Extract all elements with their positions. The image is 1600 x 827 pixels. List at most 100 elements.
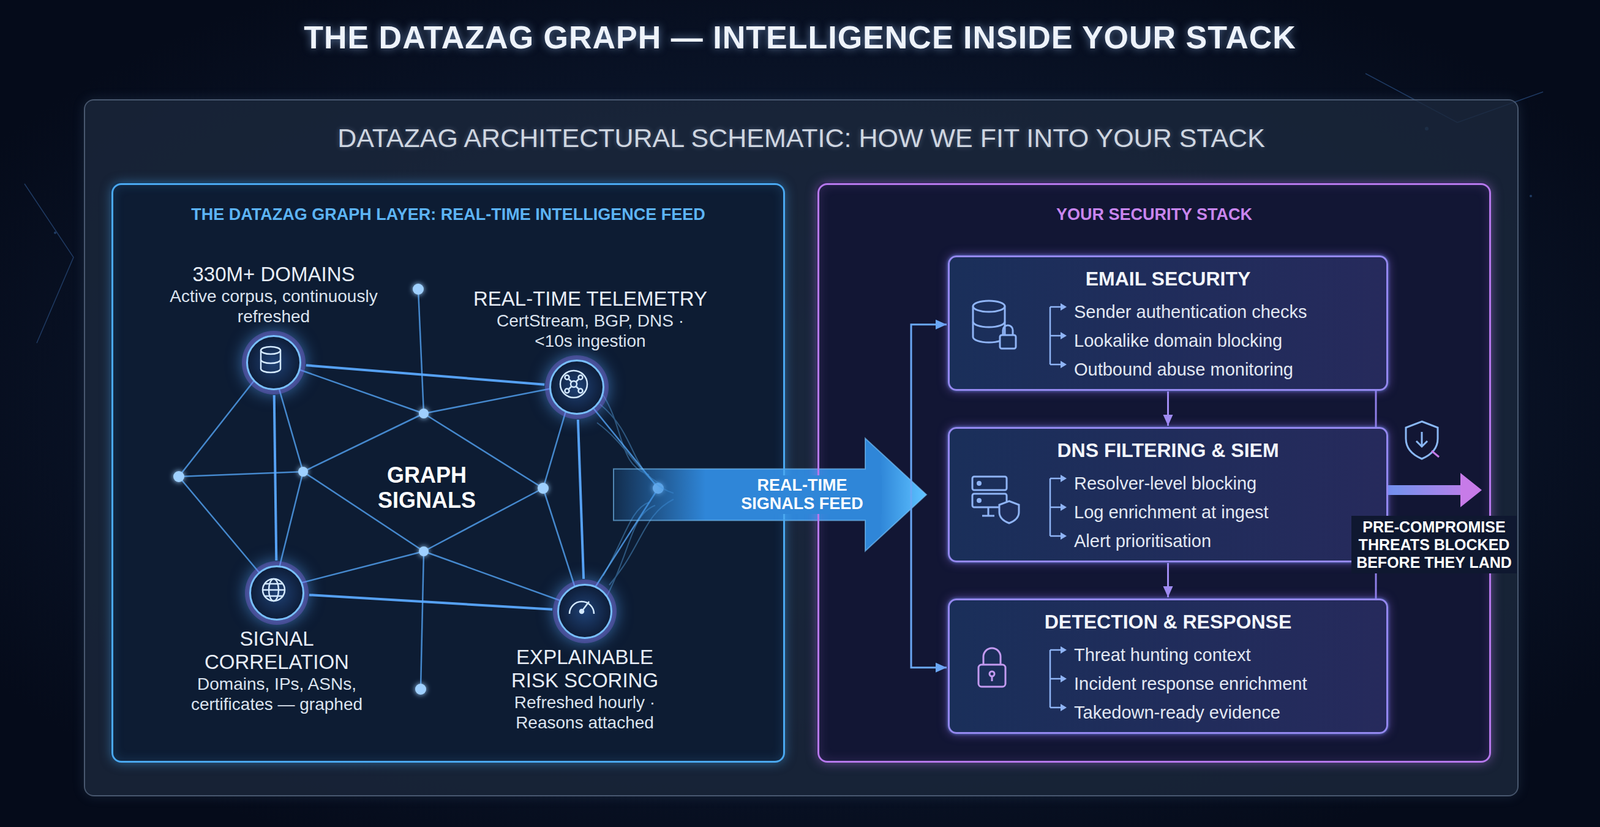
- bullet-prongs: [1050, 306, 1062, 365]
- server-shield-icon: [982, 507, 995, 516]
- network-icon: [578, 388, 583, 394]
- panel-fills: [83, 99, 1519, 797]
- globe-icon: [264, 583, 283, 596]
- bullet-prongs: [1050, 478, 1062, 536]
- bullet-item: Alert prioritisation: [1074, 526, 1269, 556]
- hub-heading: EXPLAINABLE RISK SCORING: [492, 645, 677, 692]
- hub-heading: 330M+ DOMAINS: [157, 262, 391, 286]
- globe-icon: [262, 589, 285, 591]
- prong-heads: [1060, 503, 1067, 511]
- page-ground: [1529, 194, 1533, 198]
- bullet-item: Sender authentication checks: [1074, 297, 1307, 327]
- flow-connector: [1167, 562, 1169, 598]
- server-shield-icon: [972, 476, 1007, 490]
- graph-dots: [173, 470, 185, 482]
- server-shield-icon: [972, 493, 1007, 508]
- hub-caption: SIGNAL CORRELATIONDomains, IPs, ASNs, ce…: [160, 627, 394, 715]
- hub-heading: SIGNAL CORRELATION: [184, 627, 369, 674]
- process-box: DETECTION & RESPONSE Threat hunting conte…: [947, 598, 1389, 734]
- network-icon: [560, 370, 588, 398]
- server-shield-icon: [972, 476, 1019, 523]
- panel-fills: [83, 99, 1519, 797]
- graph-dots: [412, 283, 424, 295]
- graph-link: [578, 419, 584, 579]
- globe-icon: [262, 578, 285, 601]
- panel-fills: [816, 181, 1490, 762]
- database-lock-icon: [999, 334, 1016, 349]
- database-lock-icon: [972, 300, 1005, 312]
- graph-web: [423, 551, 582, 609]
- graph-dots: [298, 466, 308, 477]
- hub-heading: REAL-TIME TELEMETRY: [461, 287, 719, 311]
- edge-label: REAL-TIME SIGNALS FEED: [722, 475, 882, 514]
- bullet-prongs: [1050, 306, 1062, 708]
- graph-dots: [537, 482, 549, 494]
- process-box: EMAIL SECURITY Sender authentication chec…: [947, 255, 1389, 391]
- network-icon: [560, 370, 588, 398]
- graph-link: [306, 364, 545, 384]
- database-icon: [260, 346, 281, 373]
- prong-heads: [1060, 360, 1067, 369]
- panel-frame: YOUR SECURITY STACKEMAIL SECURITYSender …: [817, 183, 1492, 763]
- shield-icon: [1431, 450, 1439, 457]
- database-icon: [260, 359, 281, 364]
- split-connector: [911, 494, 947, 668]
- lock-icon: [991, 676, 994, 681]
- database-lock-icon: [972, 306, 1005, 343]
- bullet-item: Takedown-ready evidence: [1074, 698, 1307, 727]
- feed-arrow: [613, 438, 927, 552]
- prong-heads: [1060, 303, 1067, 311]
- prong-heads: [1060, 646, 1067, 654]
- prong-heads: [1060, 331, 1067, 340]
- signal-streaks: [603, 394, 650, 475]
- graph-hub-node: SIGNAL CORRELATIONDomains, IPs, ASNs, ce…: [249, 565, 305, 621]
- page-ground: [53, 231, 57, 234]
- bullet-item: Threat hunting context: [1074, 640, 1307, 670]
- hub-description: Active corpus, continuously refreshed: [166, 285, 381, 327]
- prong-heads: [1060, 703, 1067, 711]
- lock-icon: [989, 671, 995, 677]
- graph-web: [420, 551, 424, 689]
- hub-caption: 330M+ DOMAINSActive corpus, continuously…: [157, 262, 391, 327]
- prong-heads: [1060, 303, 1067, 711]
- gauge-icon: [569, 601, 594, 614]
- bullet-item: Lookalike domain blocking: [1074, 326, 1307, 356]
- hub-description: CertStream, BGP, DNS · <10s ingestion: [480, 310, 701, 352]
- network-icon: [565, 375, 570, 380]
- hub-caption: REAL-TIME TELEMETRYCertStream, BGP, DNS …: [461, 287, 719, 352]
- database-lock-icon: [972, 300, 1016, 349]
- box-heading: EMAIL SECURITY: [949, 257, 1387, 291]
- prong-heads: [1060, 474, 1067, 482]
- database-icon: [260, 350, 281, 373]
- hub-description: Refreshed hourly · Reasons attached: [495, 691, 674, 733]
- globe-icon: [262, 578, 285, 601]
- bullet-list: Resolver-level blockingLog enrichment at…: [1074, 469, 1269, 556]
- lock-icon: [983, 647, 1001, 665]
- graph-hub-node: 330M+ DOMAINSActive corpus, continuously…: [246, 334, 302, 391]
- network-icon: [578, 375, 583, 380]
- network-icon: [565, 388, 570, 394]
- graph-hub-node: REAL-TIME TELEMETRYCertStream, BGP, DNS …: [549, 359, 605, 415]
- gauge-icon: [569, 601, 594, 614]
- network-icon: [568, 379, 579, 389]
- flow-connector: [1167, 391, 1169, 426]
- graph-web: [178, 471, 304, 477]
- outcome-label: PRE-COMPROMISE THREATS BLOCKED BEFORE TH…: [1351, 515, 1517, 574]
- server-shield-icon: [977, 499, 981, 503]
- server-shield-icon: [999, 500, 1019, 523]
- box-heading: DETECTION & RESPONSE: [949, 600, 1387, 634]
- outcome-arrow: [1460, 472, 1482, 508]
- bullet-list: Sender authentication checksLookalike do…: [1074, 297, 1307, 384]
- gauge-icon: [581, 601, 590, 612]
- shield-icon: [1416, 431, 1428, 447]
- network-icon: [570, 380, 577, 387]
- hub-caption: EXPLAINABLE RISK SCORINGRefreshed hourly…: [480, 645, 689, 733]
- panel-heading: DATAZAG ARCHITECTURAL SCHEMATIC: HOW WE …: [85, 100, 1518, 155]
- graph-center-label: GRAPH SIGNALS: [347, 462, 507, 514]
- prong-heads: [1060, 674, 1067, 683]
- graph-web: [418, 289, 424, 414]
